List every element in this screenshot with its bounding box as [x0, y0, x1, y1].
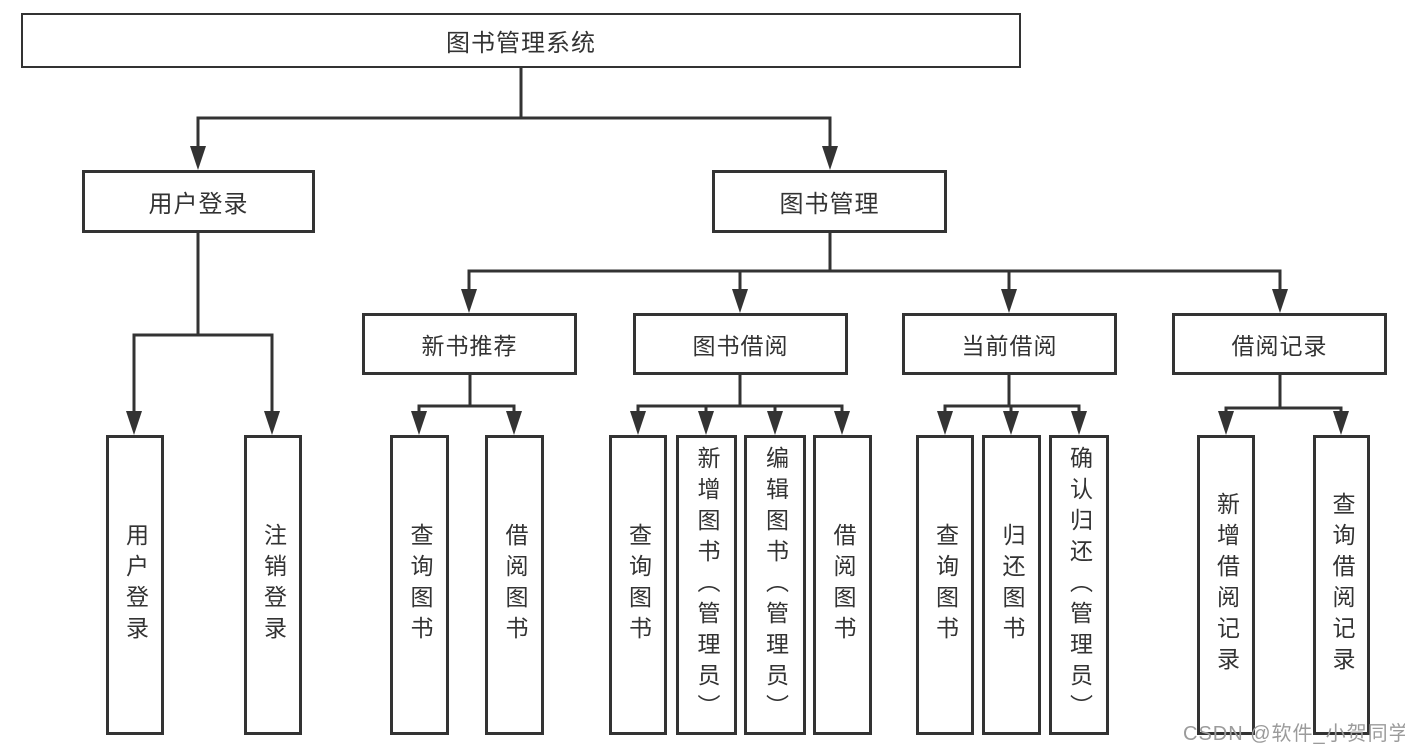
- leaf-add-borrow-record: 新增借阅记录: [1197, 435, 1255, 735]
- leaf-query-books-1: 查询图书: [390, 435, 449, 735]
- leaf-add-books-admin-label: 新增图书（管理员）: [694, 445, 720, 725]
- leaf-query-books-3: 查询图书: [916, 435, 974, 735]
- leaf-query-books-2-label: 查询图书: [625, 523, 652, 647]
- leaf-query-borrow-record: 查询借阅记录: [1313, 435, 1370, 735]
- node-user-login: 用户登录: [82, 170, 315, 233]
- leaf-edit-books-admin-label: 编辑图书（管理员）: [762, 445, 789, 725]
- leaf-add-books-admin: 新增图书（管理员）: [676, 435, 737, 735]
- node-root-label: 图书管理系统: [446, 30, 596, 57]
- leaf-return-books: 归还图书: [982, 435, 1041, 735]
- node-new-book-recommend: 新书推荐: [362, 313, 577, 375]
- leaf-borrow-books-2: 借阅图书: [813, 435, 872, 735]
- leaf-borrow-books-1: 借阅图书: [485, 435, 544, 735]
- leaf-borrow-books-1-label: 借阅图书: [502, 523, 528, 647]
- node-new-book-recommend-label: 新书推荐: [421, 333, 518, 359]
- node-root: 图书管理系统: [21, 13, 1021, 68]
- leaf-user-login: 用户登录: [106, 435, 164, 735]
- node-user-login-label: 用户登录: [148, 191, 249, 218]
- leaf-query-books-1-label: 查询图书: [407, 523, 433, 647]
- leaf-return-books-label: 归还图书: [999, 523, 1025, 647]
- csdn-watermark: CSDN @软件_小贺同学: [1183, 723, 1405, 745]
- leaf-logout-label: 注销登录: [260, 523, 287, 647]
- leaf-add-borrow-record-label: 新增借阅记录: [1213, 492, 1240, 678]
- node-book-borrow-label: 图书借阅: [692, 333, 789, 359]
- leaf-edit-books-admin: 编辑图书（管理员）: [744, 435, 806, 735]
- node-current-borrow-label: 当前借阅: [961, 333, 1058, 359]
- leaf-query-books-2: 查询图书: [609, 435, 667, 735]
- leaf-query-borrow-record-label: 查询借阅记录: [1329, 492, 1355, 678]
- node-borrow-records-label: 借阅记录: [1231, 333, 1328, 359]
- node-borrow-records: 借阅记录: [1172, 313, 1387, 375]
- node-current-borrow: 当前借阅: [902, 313, 1117, 375]
- leaf-borrow-books-2-label: 借阅图书: [830, 523, 856, 647]
- node-book-borrow: 图书借阅: [633, 313, 848, 375]
- node-book-management-label: 图书管理: [779, 191, 880, 218]
- leaf-logout: 注销登录: [244, 435, 302, 735]
- leaf-confirm-return-admin: 确认归还（管理员）: [1049, 435, 1109, 735]
- leaf-query-books-3-label: 查询图书: [932, 523, 959, 647]
- leaf-confirm-return-admin-label: 确认归还（管理员）: [1066, 445, 1093, 725]
- leaf-user-login-label: 用户登录: [122, 523, 149, 647]
- node-book-management: 图书管理: [712, 170, 947, 233]
